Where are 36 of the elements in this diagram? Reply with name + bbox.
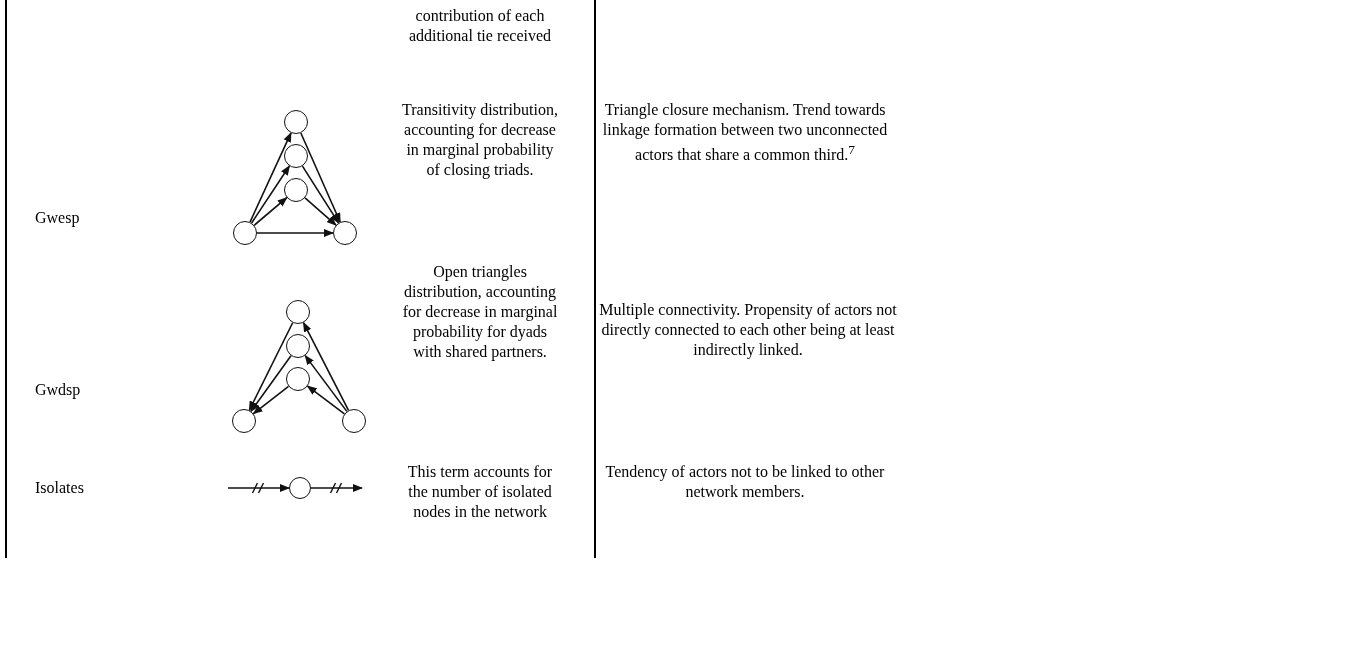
arrow	[249, 132, 292, 223]
node-circle	[289, 477, 311, 499]
table-cell-text: Open triangles distribution, accounting for decrease in marginal probability for dyads with shared partners.	[401, 262, 559, 362]
table-cell-text: Isolates	[35, 478, 85, 498]
arrow	[252, 385, 290, 415]
node-circle	[233, 221, 257, 245]
arrow	[253, 196, 288, 227]
node-circle	[284, 110, 308, 134]
arrow	[301, 165, 340, 224]
table-cell-text: Transitivity distribution, accounting for decrease in marginal probability of closing triads.	[401, 100, 559, 180]
node-circle	[286, 300, 310, 324]
node-circle	[333, 221, 357, 245]
node-circle	[286, 367, 310, 391]
arrow	[304, 197, 337, 226]
arrow	[250, 354, 292, 413]
node-circle	[232, 409, 256, 433]
table-cell-text: contribution of each additional tie received	[407, 6, 553, 46]
node-circle	[286, 334, 310, 358]
arrow	[304, 354, 348, 413]
table-cell-text: Triangle closure mechanism. Trend towards linkage formation between two unconnected actors that share a common third.$^{7}$	[601, 100, 889, 166]
arrow	[250, 165, 291, 224]
node-circle	[284, 178, 308, 202]
table-cell-text: Gwesp	[35, 208, 81, 228]
table-cell-text: Gwdsp	[35, 380, 82, 400]
arrow	[227, 484, 290, 492]
node-circle	[284, 144, 308, 168]
arrow	[306, 385, 346, 415]
arrow	[300, 132, 341, 223]
arrow	[248, 321, 294, 412]
table-cell-text: This term accounts for the number of isolated nodes in the network	[406, 462, 554, 522]
node-circle	[342, 409, 366, 433]
table-cell-text: Multiple connectivity. Propensity of actors not directly connected to each other being at least indirectly linked.	[598, 300, 898, 360]
arrow	[302, 321, 350, 412]
arrow	[310, 484, 363, 492]
arrow	[256, 229, 334, 237]
table-cell-text: Tendency of actors not to be linked to other network members.	[604, 462, 886, 502]
